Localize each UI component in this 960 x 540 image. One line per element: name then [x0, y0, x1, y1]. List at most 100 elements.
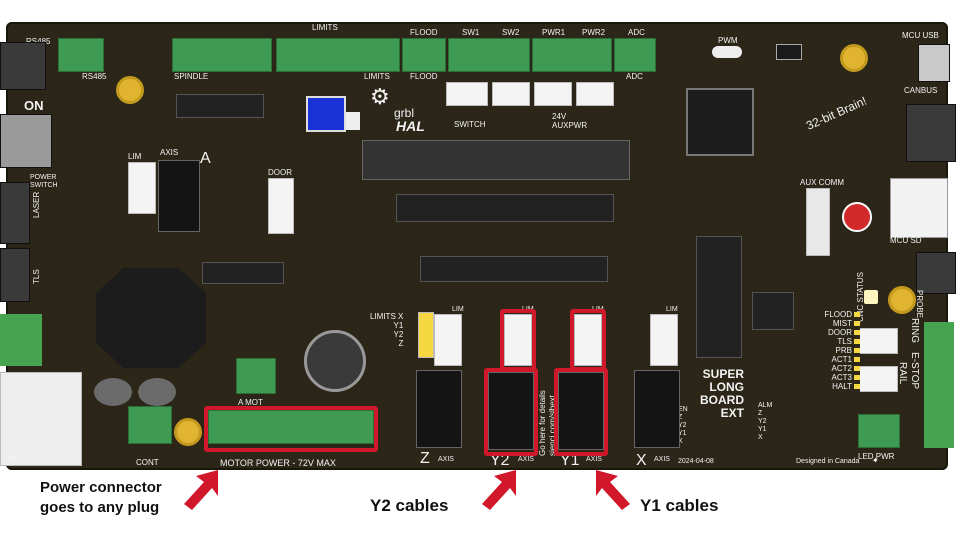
y1-highlight-idc — [554, 368, 608, 456]
y1-axis-sub: AXIS — [586, 456, 602, 463]
estop-jst[interactable] — [856, 328, 898, 354]
canbus-port[interactable] — [906, 104, 956, 162]
probe-port[interactable] — [916, 252, 956, 294]
limits-label: LIMITS — [312, 23, 338, 32]
a-axis-idc[interactable] — [158, 160, 200, 232]
ring-jst[interactable] — [856, 366, 898, 392]
main-mcu — [686, 88, 754, 156]
status-led-list: FLOOD MIST DOOR TLS PRB ACT1 ACT2 ACT3 H… — [802, 310, 852, 391]
ic-row-left-2 — [202, 262, 284, 284]
ic-row-left — [176, 94, 264, 118]
rs485-label: RS485 — [26, 37, 50, 46]
z-lim-label: LIM — [452, 306, 464, 313]
led-pwr-label: LED PWR — [858, 452, 895, 461]
rs485-label-lower: RS485 — [82, 72, 107, 81]
switch-block[interactable] — [446, 82, 488, 106]
cnc-status-led — [864, 290, 878, 304]
x-axis-idc[interactable] — [634, 370, 680, 448]
mount-hole-mid-right — [888, 286, 916, 314]
brain-label: 32-bit Brain! — [804, 93, 869, 133]
y2-lim-jst[interactable] — [504, 314, 532, 366]
ring-label: RING — [909, 318, 920, 343]
pwm-switch[interactable] — [712, 46, 742, 58]
switch-label: SWITCH — [454, 120, 486, 129]
coin-battery — [842, 202, 872, 232]
mcu-usb-port[interactable] — [918, 44, 950, 82]
limits-label-lower: LIMITS — [364, 72, 390, 81]
y2-cables-annotation: Y2 cables — [370, 496, 449, 515]
laser-port[interactable] — [0, 182, 30, 244]
motor-power-header[interactable] — [208, 410, 374, 444]
door-jst[interactable] — [268, 178, 294, 234]
y2-axis-idc[interactable] — [488, 372, 534, 450]
auxpwr-block-2[interactable] — [576, 82, 614, 106]
arrow-power — [184, 470, 218, 510]
power-switch[interactable] — [0, 114, 52, 168]
motor-power-highlight — [204, 406, 378, 452]
z-axis-idc[interactable] — [416, 370, 462, 448]
switch-block-2[interactable] — [492, 82, 530, 106]
ic-row-lower — [420, 256, 608, 282]
rs485-port[interactable] — [0, 42, 46, 90]
cont-label: CONT — [136, 458, 159, 467]
rail-terminal[interactable] — [924, 322, 954, 448]
pwm-label: PWM — [718, 36, 738, 45]
mcu-usb-label: MCU USB — [902, 31, 939, 40]
x-axis-sub: AXIS — [654, 456, 670, 463]
pwr1-label: PWR1 — [542, 28, 566, 37]
x-axis-letter: X — [636, 452, 647, 469]
alm-led-0: ALM — [758, 402, 773, 409]
y1-axis-letter: Y1 — [560, 452, 580, 469]
tls-label: TLS — [32, 269, 41, 284]
led-pwr-header[interactable] — [858, 414, 900, 448]
y1-lim-jst[interactable] — [574, 314, 602, 366]
pwr-header[interactable] — [532, 38, 612, 72]
date-label: 2024-04-08 — [678, 458, 714, 465]
green-terminal-left[interactable] — [0, 314, 42, 366]
sw-header[interactable] — [448, 38, 530, 72]
spindle-header[interactable] — [172, 38, 272, 72]
rs485-header[interactable] — [58, 38, 104, 72]
alm-led-2: Y2 — [758, 418, 767, 425]
y1-highlight-lim — [570, 309, 606, 371]
z-axis-letter: Z — [420, 450, 430, 467]
aux-comm-header[interactable] — [806, 188, 830, 256]
a-lim-jst[interactable] — [128, 162, 156, 214]
y1-cables-annotation: Y1 cables — [640, 496, 719, 515]
y1-axis-idc[interactable] — [558, 372, 604, 450]
limits-block-jst[interactable] — [418, 312, 434, 358]
mcu-sd-label: MCU SD — [890, 236, 922, 245]
probe-label: PROBE — [915, 290, 924, 319]
flood-header[interactable] — [402, 38, 446, 72]
mcu-eth-label: MCU ETH — [8, 454, 45, 463]
ic-column-mid — [696, 236, 742, 358]
adc-header[interactable] — [614, 38, 656, 72]
spindle-label: SPINDLE — [174, 72, 209, 81]
jumper-block[interactable] — [776, 44, 802, 60]
status-led-6: ACT2 — [831, 364, 852, 373]
en-led-list: EN Z Y2 Y1 X — [678, 406, 700, 446]
tls-port[interactable] — [0, 248, 30, 302]
mcu-sd-slot[interactable] — [890, 178, 948, 238]
maple-leaf-icon: ✦ — [872, 456, 879, 465]
ribbon-header[interactable] — [362, 140, 630, 180]
cont-header[interactable] — [128, 406, 172, 444]
white-switch[interactable] — [346, 112, 360, 130]
mcu-eth-port[interactable] — [0, 372, 82, 466]
auxpwr-block[interactable] — [534, 82, 572, 106]
aux-comm-label: AUX COMM — [800, 178, 844, 187]
alm-led-3: Y1 — [758, 426, 767, 433]
pwr2-label: PWR2 — [582, 28, 606, 37]
status-led-7: ACT3 — [831, 373, 852, 382]
x-lim-jst[interactable] — [650, 314, 678, 366]
a-mot-header[interactable] — [236, 358, 276, 394]
super-long-board-label: SUPER LONG BOARD EXT — [700, 367, 744, 420]
y2-highlight-idc — [484, 368, 538, 456]
hal-label: HAL — [396, 118, 425, 134]
grbl-label: grbl — [394, 106, 415, 120]
small-cap-2 — [138, 378, 176, 406]
limits-block-label: LIMITS X Y1 Y2 Z — [370, 312, 404, 348]
status-led-3: TLS — [837, 337, 852, 346]
z-lim-jst[interactable] — [434, 314, 462, 366]
limits-header[interactable] — [276, 38, 400, 72]
